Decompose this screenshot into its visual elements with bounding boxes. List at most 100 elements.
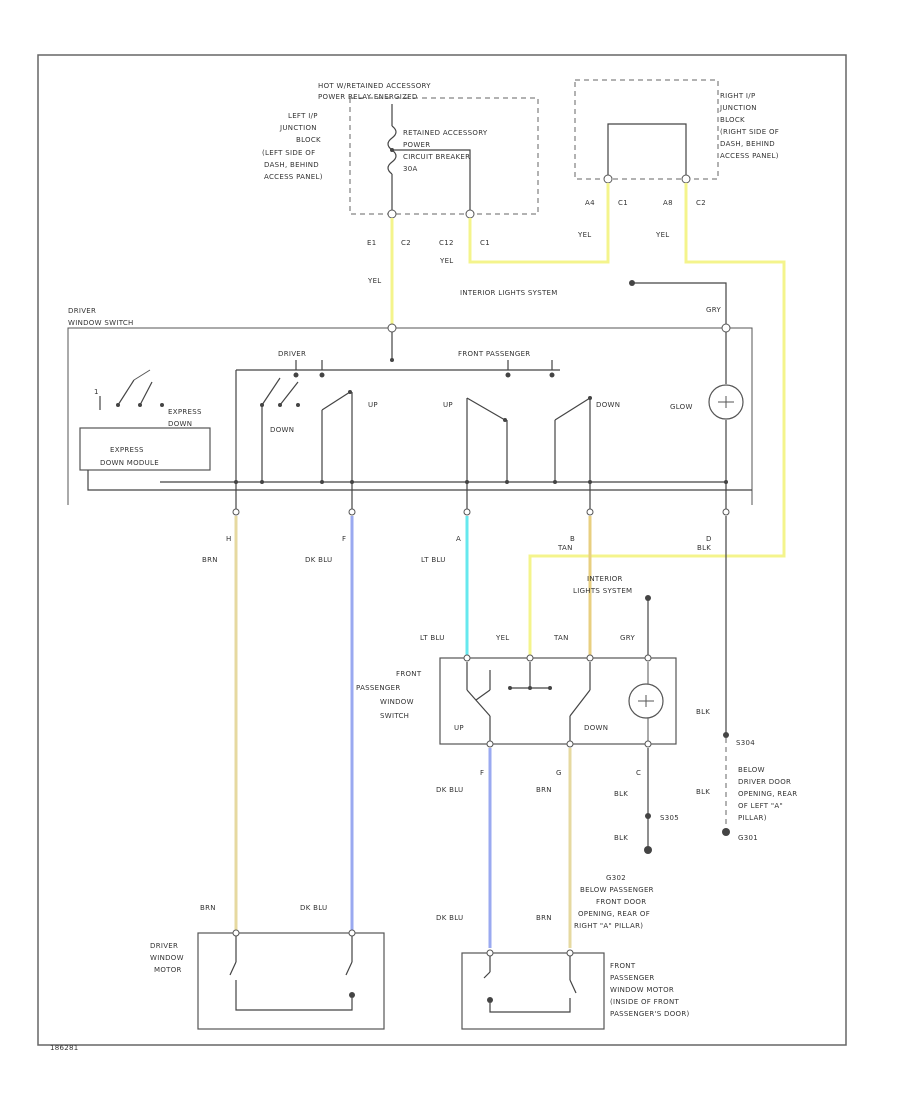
- svg-text:OF LEFT "A": OF LEFT "A": [738, 802, 783, 810]
- diagram-frame: [37, 54, 847, 1046]
- circuit-breaker-label: RETAINED ACCESSORY POWER CIRCUIT BREAKER…: [403, 129, 488, 173]
- connector-a8-label: A8: [663, 199, 673, 207]
- svg-text:30A: 30A: [403, 165, 418, 173]
- connector-e1: [387, 209, 397, 219]
- wire-label-ltblu-2: LT BLU: [420, 634, 445, 642]
- left-ip-location-label: LEFT I/P JUNCTION BLOCK (LEFT SIDE OF DA…: [262, 112, 322, 181]
- svg-text:PASSENGER'S DOOR): PASSENGER'S DOOR): [610, 1010, 690, 1018]
- svg-text:BELOW PASSENGER: BELOW PASSENGER: [580, 886, 654, 894]
- passenger-up-contact: [466, 397, 508, 482]
- svg-text:G301: G301: [738, 834, 758, 842]
- wire-label-gry-1: GRY: [706, 306, 721, 314]
- wire-label-brn-4: BRN: [536, 914, 552, 922]
- passenger-motor-label: FRONT PASSENGER WINDOW MOTOR (INSIDE OF …: [610, 962, 690, 1018]
- express-module-label-1: EXPRESS: [110, 446, 144, 454]
- pin-b-label: B: [570, 535, 575, 543]
- svg-text:FRONT DOOR: FRONT DOOR: [596, 898, 646, 906]
- svg-text:G302: G302: [606, 874, 626, 882]
- svg-text:JUNCTION: JUNCTION: [719, 104, 757, 112]
- svg-text:(RIGHT SIDE OF: (RIGHT SIDE OF: [720, 128, 779, 136]
- svg-text:OPENING, REAR OF: OPENING, REAR OF: [578, 910, 650, 918]
- svg-text:DRIVER: DRIVER: [150, 942, 178, 950]
- wire-yel-c12: [468, 183, 610, 264]
- hot-label-2: POWER RELAY ENERGIZED: [318, 93, 418, 101]
- svg-text:BLOCK: BLOCK: [720, 116, 745, 124]
- wire-label-tan-2: TAN: [553, 634, 569, 642]
- svg-text:JUNCTION: JUNCTION: [279, 124, 317, 132]
- svg-text:OPENING, REAR: OPENING, REAR: [738, 790, 797, 798]
- svg-text:RIGHT "A" PILLAR): RIGHT "A" PILLAR): [574, 922, 643, 930]
- svg-text:WINDOW MOTOR: WINDOW MOTOR: [610, 986, 674, 994]
- svg-text:SWITCH: SWITCH: [380, 712, 409, 720]
- driver-up-label: UP: [368, 401, 378, 409]
- driver-switch-box: [67, 327, 753, 505]
- express-down-switch: 1: [94, 369, 164, 410]
- svg-text:LEFT I/P: LEFT I/P: [288, 112, 318, 120]
- wire-gry-interior-lights: [632, 282, 727, 326]
- wire-label-yel-3: YEL: [577, 231, 592, 239]
- figure-id: 186281: [50, 1044, 79, 1052]
- interior-lights-2-label-1: INTERIOR: [587, 575, 623, 583]
- wire-label-brn-2: BRN: [536, 786, 552, 794]
- splice-s305-label: S305: [660, 814, 679, 822]
- wire-label-yel-2: YEL: [439, 257, 454, 265]
- connector-e1-label: E1: [367, 239, 376, 247]
- pin-h-label: H: [226, 535, 232, 543]
- svg-text:RIGHT I/P: RIGHT I/P: [720, 92, 755, 100]
- driver-switch-gry-connector: [721, 323, 731, 333]
- wire-label-brn-3: BRN: [200, 904, 216, 912]
- interior-lights-2-label-2: LIGHTS SYSTEM: [573, 587, 632, 595]
- splice-s304: [723, 732, 729, 738]
- svg-text:DRIVER DOOR: DRIVER DOOR: [738, 778, 791, 786]
- ground-g301-icon: [722, 828, 730, 836]
- pin-a: [463, 508, 471, 516]
- passenger-window-motor: [461, 952, 605, 1030]
- wire-label-blk-2: BLK: [614, 790, 628, 798]
- driver-motor-label: DRIVER WINDOW MOTOR: [150, 942, 184, 974]
- driver-switch-input-connector: [387, 323, 397, 333]
- connector-c2b-label: C2: [696, 199, 706, 207]
- passenger-switch-contacts: [466, 662, 591, 744]
- svg-text:PILLAR): PILLAR): [738, 814, 767, 822]
- passenger-lamp-icon: [628, 683, 664, 719]
- pin-h: [232, 508, 240, 516]
- driver-switch-title-2: WINDOW SWITCH: [68, 319, 134, 327]
- connector-c12: [465, 209, 475, 219]
- svg-text:1: 1: [94, 388, 99, 396]
- connector-c1a-label: C1: [480, 239, 490, 247]
- svg-text:BLOCK: BLOCK: [296, 136, 321, 144]
- driver-switch-title-1: DRIVER: [68, 307, 96, 315]
- passenger-motor-switch-icon: [483, 956, 577, 1013]
- passenger-down-label-2: DOWN: [584, 724, 608, 732]
- right-ip-location-label: RIGHT I/P JUNCTION BLOCK (RIGHT SIDE OF …: [719, 92, 779, 160]
- svg-text:(INSIDE OF FRONT: (INSIDE OF FRONT: [610, 998, 679, 1006]
- passenger-down-contact: [554, 396, 592, 482]
- pin-a-label: A: [456, 535, 461, 543]
- svg-text:POWER: POWER: [403, 141, 430, 149]
- pin-d: [722, 508, 730, 516]
- driver-section-label: DRIVER: [278, 350, 306, 358]
- svg-text:FRONT: FRONT: [396, 670, 422, 678]
- passenger-down-label: DOWN: [596, 401, 620, 409]
- passenger-up-label-2: UP: [454, 724, 464, 732]
- pin-pass-g-label: G: [556, 769, 562, 777]
- express-down-label-2: DOWN: [168, 420, 192, 428]
- svg-text:DASH, BEHIND: DASH, BEHIND: [720, 140, 775, 148]
- pin-f: [348, 508, 356, 516]
- pin-pass-c-label: C: [636, 769, 641, 777]
- connector-a4: [603, 174, 613, 184]
- svg-text:FRONT: FRONT: [610, 962, 636, 970]
- svg-text:MOTOR: MOTOR: [154, 966, 182, 974]
- connector-a4-label: A4: [585, 199, 595, 207]
- wire-label-yel-4: YEL: [655, 231, 670, 239]
- wire-label-gry-2: GRY: [620, 634, 635, 642]
- connector-c12-label: C12: [439, 239, 454, 247]
- svg-text:CIRCUIT BREAKER: CIRCUIT BREAKER: [403, 153, 470, 161]
- ground-g302-label: G302 BELOW PASSENGER FRONT DOOR OPENING,…: [574, 874, 654, 930]
- driver-window-motor: [197, 932, 385, 1030]
- wire-label-blk-3: BLK: [614, 834, 628, 842]
- hot-label: HOT W/RETAINED ACCESSORY: [318, 82, 431, 90]
- svg-text:(LEFT SIDE OF: (LEFT SIDE OF: [262, 149, 315, 157]
- svg-text:BELOW: BELOW: [738, 766, 765, 774]
